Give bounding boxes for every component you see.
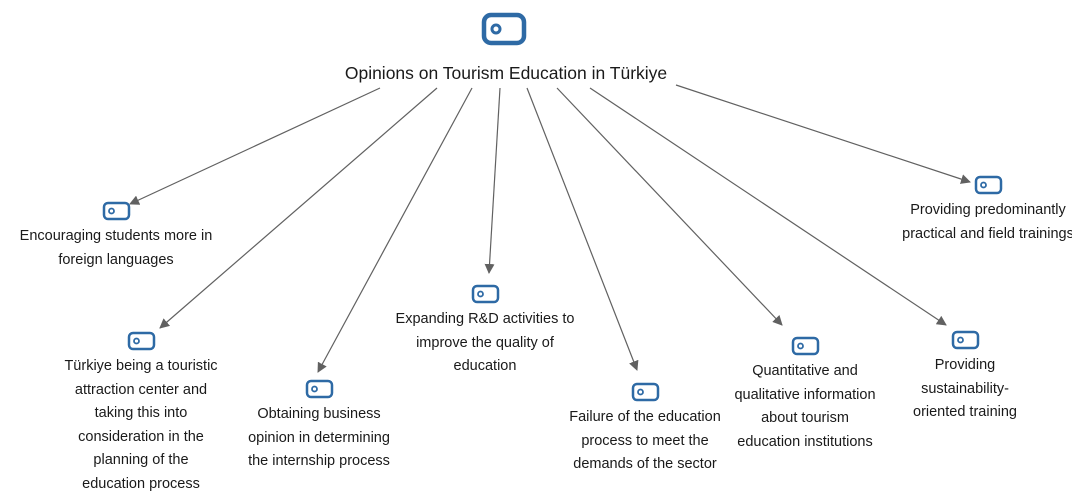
code-tag-icon <box>951 330 979 350</box>
node-label: Failure of the education process to meet… <box>569 409 721 472</box>
root-title: Opinions on Tourism Education in Türkiye <box>344 63 668 83</box>
node-rd-activities[interactable]: Expanding R&D activities to improve the … <box>390 284 580 379</box>
node-business-opinion-internship[interactable]: Obtaining business opinion in determinin… <box>244 379 394 474</box>
node-label: Obtaining business opinion in determinin… <box>248 406 390 469</box>
code-tag-icon <box>127 331 155 351</box>
node-label: Providing predominantly practical and fi… <box>902 202 1072 242</box>
edge-root-to-n2 <box>159 87 438 329</box>
edge-root-to-n4 <box>484 87 501 274</box>
edge-root-to-n6 <box>556 87 783 326</box>
code-tag-icon <box>102 201 130 221</box>
node-foreign-languages[interactable]: Encouraging students more in foreign lan… <box>0 201 232 272</box>
code-tag-icon <box>305 379 333 399</box>
code-tag-icon <box>631 382 659 402</box>
node-practical-field-trainings[interactable]: Providing predominantly practical and fi… <box>898 175 1072 246</box>
code-tag-icon <box>974 175 1002 195</box>
code-tag-icon <box>471 284 499 304</box>
code-tag-icon <box>791 336 819 356</box>
node-label: Quantitative and qualitative information… <box>734 363 876 450</box>
edge-root-to-n5 <box>526 87 639 371</box>
edge-root-to-n3 <box>317 87 473 373</box>
node-touristic-attraction-center[interactable]: Türkiye being a touristic attraction cen… <box>62 331 220 496</box>
node-label: Expanding R&D activities to improve the … <box>395 311 575 374</box>
edge-root-to-n1 <box>129 87 381 205</box>
node-sustainability-training[interactable]: Providing sustainability-oriented traini… <box>895 330 1035 425</box>
edge-root-to-n8 <box>675 84 971 184</box>
node-label: Providing sustainability-oriented traini… <box>913 357 1017 420</box>
edge-root-to-n7 <box>589 87 947 326</box>
node-quantitative-qualitative-info[interactable]: Quantitative and qualitative information… <box>730 336 880 454</box>
node-failure-education-process[interactable]: Failure of the education process to meet… <box>565 382 725 477</box>
node-label: Türkiye being a touristic attraction cen… <box>64 358 218 492</box>
code-tag-icon <box>481 12 527 46</box>
root-node[interactable] <box>480 12 528 46</box>
node-label: Encouraging students more in foreign lan… <box>19 228 213 268</box>
